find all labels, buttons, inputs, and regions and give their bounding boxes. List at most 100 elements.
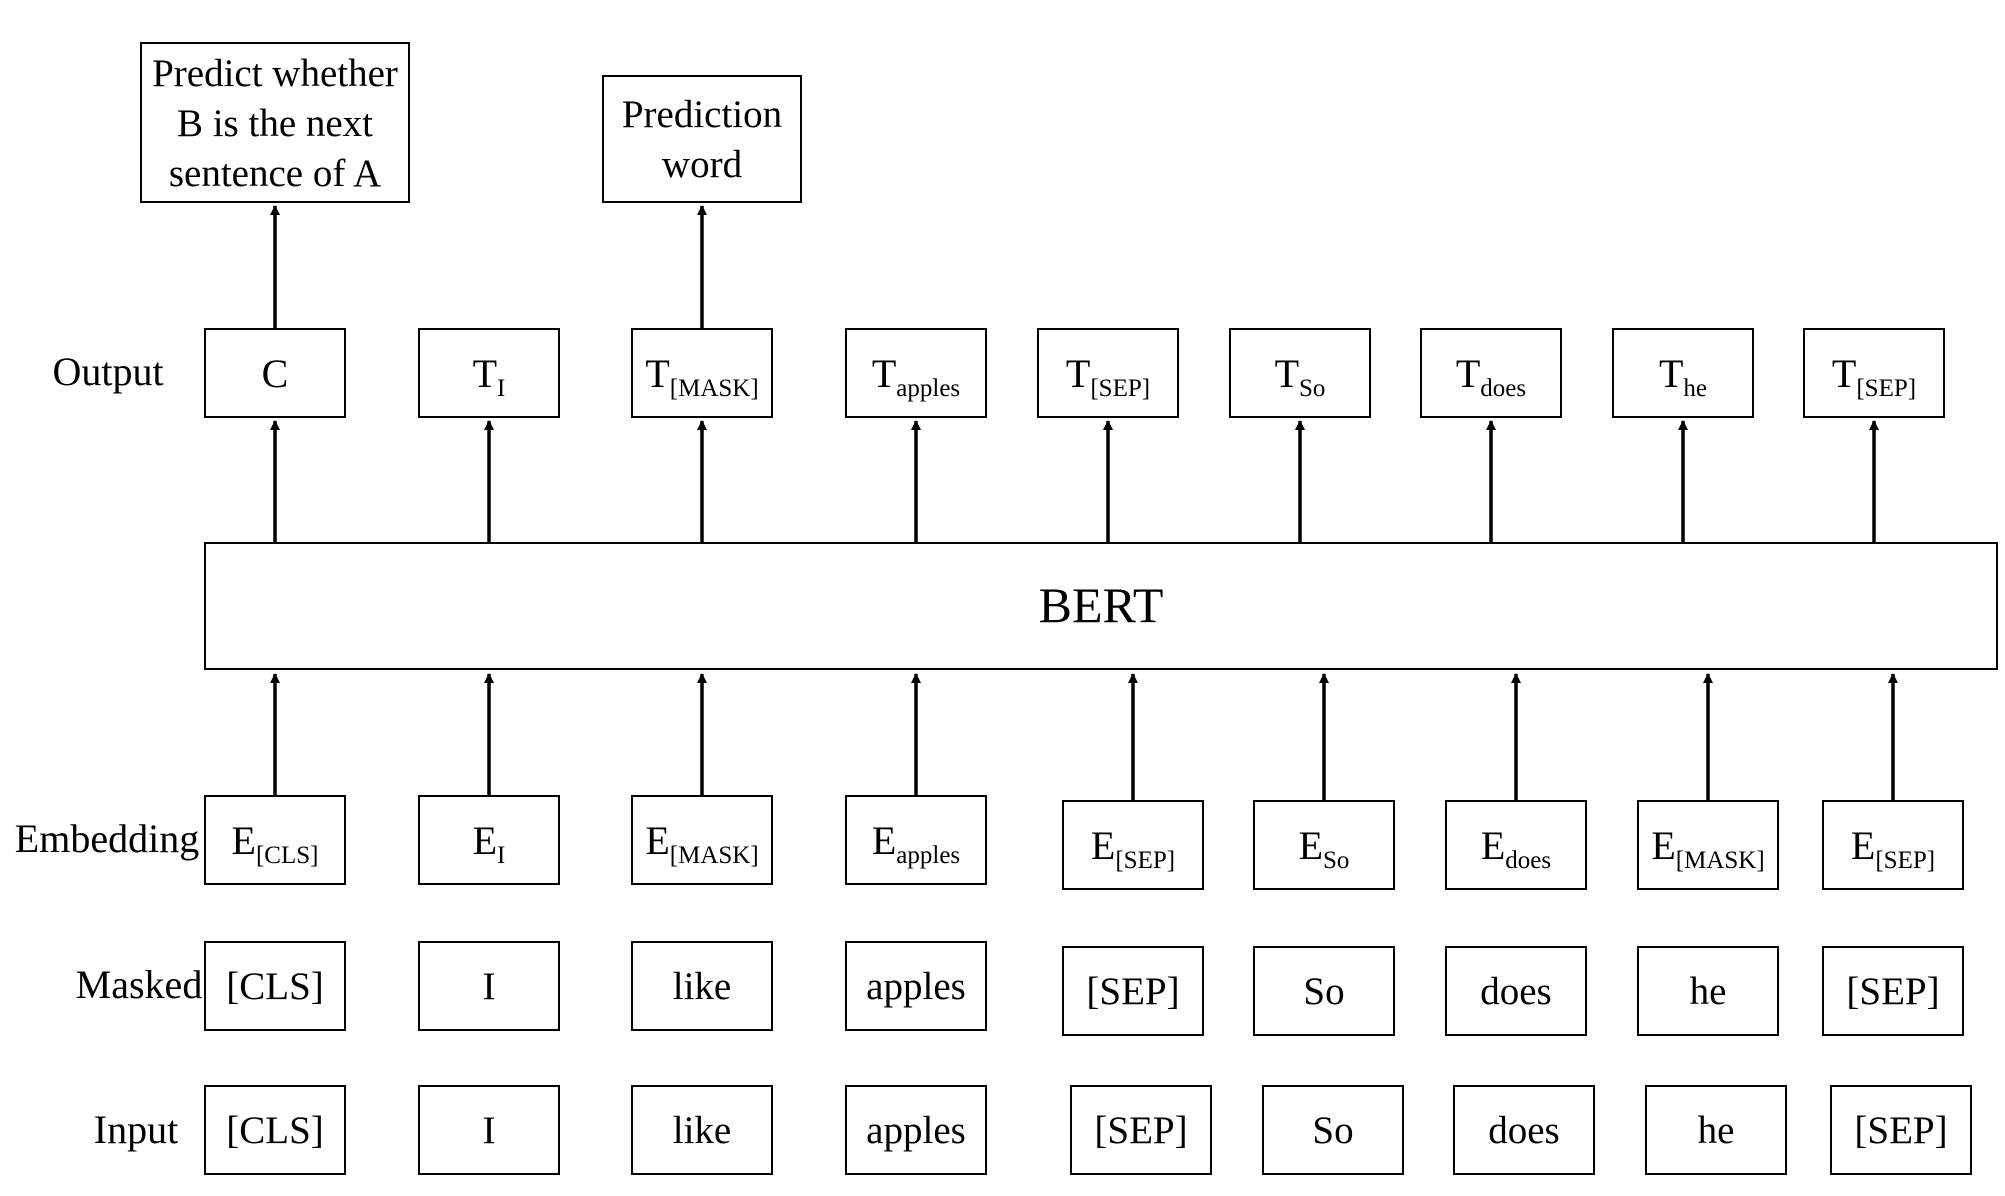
output-token-base: T xyxy=(645,351,669,396)
input-token-label: I xyxy=(483,1109,496,1152)
input-token: does xyxy=(1453,1085,1595,1175)
input-token-label: [CLS] xyxy=(226,1109,324,1152)
embedding-token-base: E xyxy=(232,818,256,863)
embedding-token: E[MASK] xyxy=(631,795,773,885)
output-token: Tapples xyxy=(845,328,987,418)
row-label-input: Input xyxy=(94,1107,178,1152)
masked-token: he xyxy=(1637,946,1779,1036)
embedding-token-label: E[MASK] xyxy=(645,818,758,869)
embedding-token-base: E xyxy=(872,818,896,863)
input-token-label: he xyxy=(1698,1109,1735,1152)
input-token-label: apples xyxy=(866,1109,966,1152)
embedding-token-label: EI xyxy=(473,818,506,869)
embedding-token-subscript: [SEP] xyxy=(1115,847,1175,874)
output-token-label: T[SEP] xyxy=(1066,351,1150,402)
output-token-base: T xyxy=(872,351,896,396)
output-token-base: C xyxy=(262,351,289,396)
nsp-line-1: Predict whether xyxy=(152,52,398,95)
output-token-label: TSo xyxy=(1275,351,1326,402)
embedding-token-subscript: So xyxy=(1323,847,1349,874)
input-token: I xyxy=(418,1085,560,1175)
output-token-subscript: [SEP] xyxy=(1090,375,1150,402)
embedding-token: Edoes xyxy=(1445,800,1587,890)
masked-token: [SEP] xyxy=(1822,946,1964,1036)
output-token-label: T[MASK] xyxy=(645,351,758,402)
output-token-label: TI xyxy=(473,351,506,402)
output-token-label: Tdoes xyxy=(1456,351,1526,402)
embedding-token-base: E xyxy=(1481,823,1505,868)
embedding-token-base: E xyxy=(1091,823,1115,868)
input-token: So xyxy=(1262,1085,1404,1175)
masked-token-label: apples xyxy=(866,965,966,1008)
nsp-prediction-box: Predict whether B is the next sentence o… xyxy=(140,42,410,203)
output-token-subscript: apples xyxy=(896,375,960,402)
embedding-token: E[SEP] xyxy=(1822,800,1964,890)
masked-token: like xyxy=(631,941,773,1031)
input-token-label: [SEP] xyxy=(1854,1109,1947,1152)
output-token-label: The xyxy=(1659,351,1707,402)
embedding-token: Eapples xyxy=(845,795,987,885)
embedding-token-label: E[SEP] xyxy=(1091,823,1175,874)
prediction-word-box: Prediction word xyxy=(602,75,802,203)
output-token: Tdoes xyxy=(1420,328,1562,418)
masked-token: [SEP] xyxy=(1062,946,1204,1036)
prediction-line-2: word xyxy=(662,143,743,186)
masked-token: [CLS] xyxy=(204,941,346,1031)
output-token-label: Tapples xyxy=(872,351,960,402)
output-token-base: T xyxy=(1832,351,1856,396)
masked-token: apples xyxy=(845,941,987,1031)
output-token-base: T xyxy=(1066,351,1090,396)
output-token: C xyxy=(204,328,346,418)
output-token-subscript: I xyxy=(497,375,505,402)
bert-block: BERT xyxy=(204,542,1998,670)
output-token: T[SEP] xyxy=(1803,328,1945,418)
output-token-subscript: does xyxy=(1480,375,1526,402)
output-token-label: T[SEP] xyxy=(1832,351,1916,402)
embedding-token-base: E xyxy=(1851,823,1875,868)
embedding-token-label: E[CLS] xyxy=(232,818,319,869)
embedding-token-label: E[SEP] xyxy=(1851,823,1935,874)
output-token-base: T xyxy=(1456,351,1480,396)
row-label-masked: Masked xyxy=(76,962,203,1007)
output-token-base: T xyxy=(1659,351,1683,396)
embedding-token-subscript: does xyxy=(1505,847,1551,874)
input-token: he xyxy=(1645,1085,1787,1175)
embedding-token-label: ESo xyxy=(1299,823,1350,874)
masked-token: So xyxy=(1253,946,1395,1036)
embedding-token-label: Eapples xyxy=(872,818,960,869)
input-token-label: [SEP] xyxy=(1094,1109,1187,1152)
prediction-line-1: Prediction xyxy=(622,93,782,136)
masked-token-label: I xyxy=(483,965,496,1008)
embedding-token: E[MASK] xyxy=(1637,800,1779,890)
embedding-token-base: E xyxy=(473,818,497,863)
masked-token: does xyxy=(1445,946,1587,1036)
nsp-line-3: sentence of A xyxy=(169,152,381,195)
embedding-token-subscript: I xyxy=(497,842,505,869)
output-token-base: T xyxy=(473,351,497,396)
masked-token-label: [SEP] xyxy=(1846,970,1939,1013)
embedding-token-base: E xyxy=(1299,823,1323,868)
output-token: TSo xyxy=(1229,328,1371,418)
embedding-token-subscript: [SEP] xyxy=(1875,847,1935,874)
input-token: [SEP] xyxy=(1070,1085,1212,1175)
arrows xyxy=(270,420,1898,801)
masked-token-label: like xyxy=(673,965,731,1008)
masked-token-label: [SEP] xyxy=(1086,970,1179,1013)
masked-token-label: So xyxy=(1303,970,1344,1013)
output-token-subscript: [MASK] xyxy=(670,375,759,402)
masked-token: I xyxy=(418,941,560,1031)
output-token: TI xyxy=(418,328,560,418)
row-label-output: Output xyxy=(52,349,163,394)
output-token: The xyxy=(1612,328,1754,418)
masked-token-label: he xyxy=(1690,970,1727,1013)
embedding-token: E[SEP] xyxy=(1062,800,1204,890)
input-token-label: like xyxy=(673,1109,731,1152)
output-token-label: C xyxy=(262,351,289,396)
input-token-label: So xyxy=(1312,1109,1353,1152)
input-token: [CLS] xyxy=(204,1085,346,1175)
input-token: like xyxy=(631,1085,773,1175)
